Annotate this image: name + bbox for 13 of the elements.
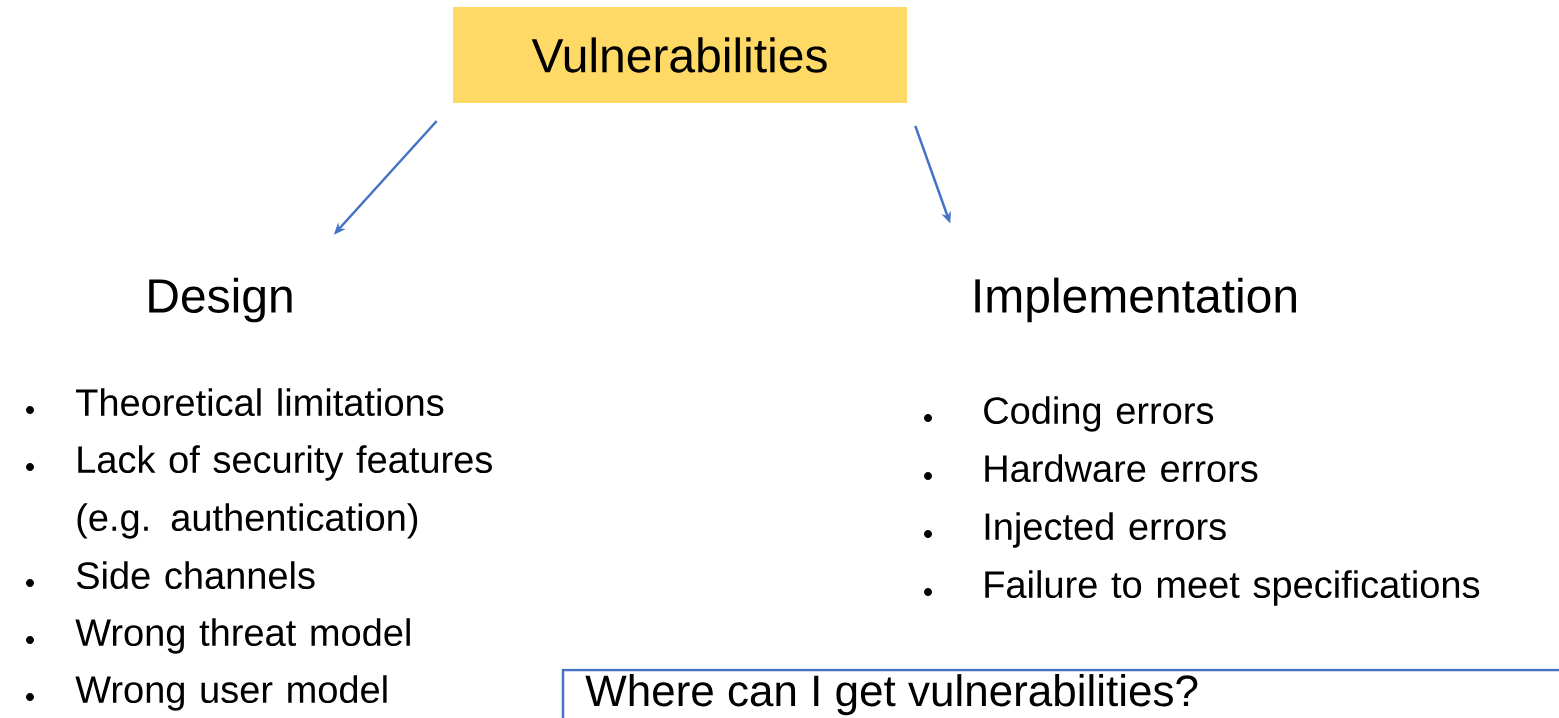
bullet-item: Coding errors — [924, 396, 1214, 432]
bullet-item: Lack of security features (e.g. authentication) — [26, 445, 492, 539]
bullet-item: Hardware errors — [924, 454, 1258, 483]
bullet-item: Theoretical limitations — [26, 388, 444, 417]
bullet-item: Side channels — [26, 561, 315, 590]
heading-text: Design — [149, 277, 292, 323]
title-box: Vulnerabilities — [453, 7, 907, 103]
bullet-item: Failure to meet specifications — [924, 570, 1480, 606]
bullet-item: Wrong threat model — [26, 618, 410, 654]
bullet-item: Injected errors — [924, 512, 1226, 548]
bullet-item: Wrong user model — [26, 675, 387, 711]
callout-box: Where can I get vulnerabilities? — [561, 668, 1559, 718]
heading-text: Implementation — [975, 277, 1296, 323]
